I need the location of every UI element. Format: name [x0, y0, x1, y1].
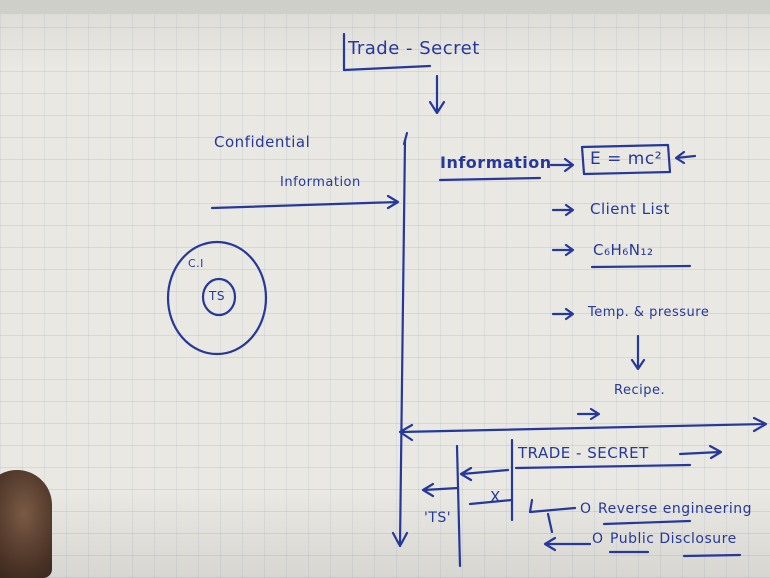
- chemical-formula-text: C₆H₆N₁₂: [593, 241, 654, 259]
- bracket-mark: [546, 512, 554, 534]
- arrow-left-ts: [421, 482, 460, 498]
- formula-text: E = mc²: [590, 149, 663, 169]
- title-underline: [342, 64, 432, 72]
- finger-shadow: [0, 470, 52, 578]
- information-heading: Information: [440, 153, 552, 172]
- temp-pressure-text: Temp. & pressure: [588, 305, 710, 320]
- arrow-trade-secret: [678, 444, 723, 460]
- recipe-text: Recipe.: [614, 383, 666, 398]
- formula-box: [580, 143, 672, 176]
- client-list-text: Client List: [590, 200, 670, 218]
- arrow-public: [543, 536, 592, 552]
- chem-underline: [590, 264, 692, 269]
- arrow-title-down: [428, 74, 446, 115]
- ci-label: C.I: [188, 257, 204, 270]
- trade-secret-underline: [514, 463, 692, 470]
- ts-quote-label: 'TS': [424, 510, 452, 526]
- information-underline: [438, 176, 542, 182]
- ts-circle-label: TS: [209, 289, 225, 303]
- inner-circle: [201, 277, 237, 317]
- cross-mark: X: [490, 488, 501, 506]
- bullet-reverse: O: [580, 501, 592, 517]
- arrow-confidential: [210, 194, 400, 210]
- reverse-underline: [602, 519, 692, 526]
- arrow-left-x: [468, 498, 514, 506]
- lower-divider-1: [455, 444, 462, 568]
- arrow-left-upper: [459, 466, 510, 482]
- public-disclosure-text: Public Disclosure: [610, 531, 737, 547]
- arrow-into-formula: [674, 150, 697, 165]
- arrow-to-formula: [549, 157, 575, 173]
- trade-secret-lower-text: TRADE - SECRET: [518, 444, 649, 462]
- public-underline: [608, 550, 742, 558]
- arrow-down-recipe: [630, 334, 646, 371]
- small-right-arrow: [576, 407, 601, 421]
- top-edge: [0, 0, 770, 14]
- information-label-left: Information: [280, 175, 361, 190]
- arrow-reverse-to-x: [528, 498, 577, 514]
- outer-circle: [166, 240, 268, 356]
- confidential-label: Confidential: [214, 133, 311, 151]
- arrow-temp: [551, 307, 575, 321]
- arrow-chem: [551, 243, 575, 257]
- title-text: Trade - Secret: [348, 38, 480, 59]
- bullet-public: O: [592, 531, 604, 547]
- reverse-engineering-text: Reverse engineering: [598, 501, 752, 517]
- vertical-divider: [391, 138, 409, 548]
- horizontal-double-arrow: [398, 416, 768, 442]
- arrow-client: [551, 203, 575, 217]
